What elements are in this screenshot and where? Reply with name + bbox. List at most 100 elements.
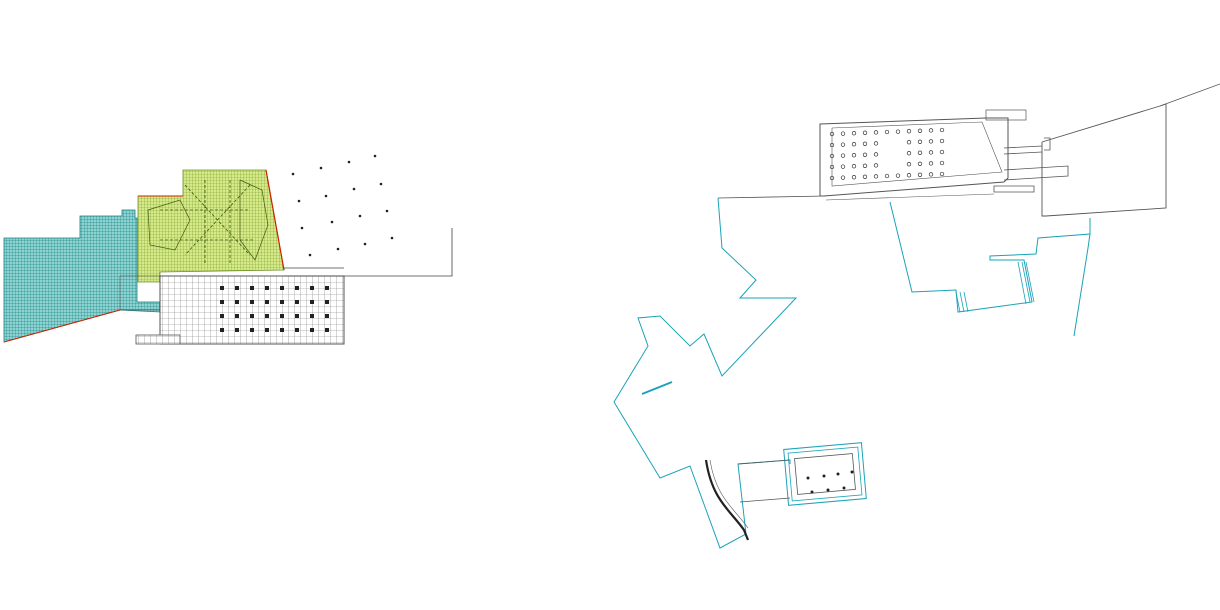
building-column-mark bbox=[917, 161, 923, 166]
building-column-mark bbox=[906, 162, 912, 167]
pavilion-column-mark bbox=[842, 486, 846, 490]
pavilion-column-mark bbox=[836, 472, 840, 476]
grid-column-mark bbox=[220, 314, 224, 318]
grid-column-mark bbox=[310, 286, 314, 290]
building-column-mark bbox=[851, 153, 857, 158]
grid-column-mark bbox=[250, 300, 254, 304]
building-column-mark bbox=[829, 175, 835, 181]
building-column-mark bbox=[917, 172, 923, 177]
lower-pavilion-middle bbox=[787, 446, 863, 502]
building-column-mark bbox=[840, 131, 846, 136]
building-column-mark bbox=[895, 129, 901, 134]
grid-column-mark bbox=[250, 328, 254, 332]
grid-column-mark bbox=[220, 300, 224, 304]
building-column-mark bbox=[928, 139, 934, 144]
building-column-mark bbox=[939, 171, 945, 177]
pavilion-column-mark bbox=[850, 470, 854, 474]
lower-pavilion-outer bbox=[783, 442, 867, 506]
grid-column-mark bbox=[265, 314, 269, 318]
east-block bbox=[1041, 103, 1167, 217]
grid-column-mark bbox=[310, 328, 314, 332]
curved-wall bbox=[704, 459, 750, 541]
building-column-mark bbox=[862, 163, 868, 168]
tree-point bbox=[379, 182, 383, 186]
green-zone-detail bbox=[160, 180, 255, 265]
pavilion-approach bbox=[737, 459, 791, 503]
building-column-mark bbox=[906, 129, 912, 134]
building-column-marks bbox=[829, 127, 945, 181]
scattered-tree-points bbox=[291, 154, 394, 257]
grid-column-mark bbox=[280, 300, 284, 304]
tree-point bbox=[291, 172, 295, 176]
building-column-mark bbox=[851, 142, 857, 147]
building-column-mark bbox=[906, 140, 912, 145]
grid-column-mark bbox=[265, 286, 269, 290]
red-edge-right bbox=[265, 169, 285, 271]
building-column-mark bbox=[917, 128, 923, 133]
building-column-mark bbox=[840, 175, 846, 180]
long-west-line bbox=[717, 195, 827, 199]
connector-lines bbox=[993, 137, 1069, 193]
teal-hatched-zone bbox=[3, 209, 161, 343]
pavilion-column-mark bbox=[806, 476, 810, 480]
tree-point bbox=[352, 187, 356, 191]
red-edge-lower bbox=[3, 309, 121, 343]
grid-column-mark bbox=[325, 286, 329, 290]
grid-column-mark bbox=[235, 286, 239, 290]
tree-point bbox=[347, 160, 351, 164]
building-column-mark bbox=[829, 142, 835, 148]
grid-column-mark bbox=[310, 314, 314, 318]
building-column-mark bbox=[851, 164, 857, 169]
tree-point bbox=[363, 242, 367, 246]
grey-grid-stair bbox=[135, 334, 181, 345]
grid-column-mark bbox=[280, 328, 284, 332]
grid-column-marks bbox=[220, 286, 329, 332]
building-column-mark bbox=[862, 130, 868, 135]
tree-point bbox=[319, 166, 323, 170]
building-column-mark bbox=[873, 152, 879, 157]
building-column-mark bbox=[917, 139, 923, 144]
building-column-mark bbox=[862, 152, 868, 157]
teal-terrace-steps bbox=[955, 261, 1035, 313]
building-column-mark bbox=[851, 175, 857, 180]
building-column-mark bbox=[906, 173, 912, 178]
grid-column-mark bbox=[325, 300, 329, 304]
upper-building bbox=[819, 117, 1009, 197]
grid-column-mark bbox=[295, 286, 299, 290]
grid-column-mark bbox=[220, 328, 224, 332]
building-column-mark bbox=[928, 172, 934, 177]
building-column-mark bbox=[939, 160, 945, 166]
building-column-mark bbox=[906, 151, 912, 156]
tree-point bbox=[330, 220, 334, 224]
building-column-mark bbox=[873, 141, 879, 146]
grid-column-mark bbox=[280, 286, 284, 290]
building-column-mark bbox=[862, 141, 868, 146]
tree-point bbox=[336, 247, 340, 251]
building-column-mark bbox=[884, 129, 890, 135]
teal-west-path bbox=[613, 197, 798, 549]
building-south-line bbox=[825, 193, 995, 201]
building-column-mark bbox=[928, 128, 934, 133]
tree-point bbox=[358, 214, 362, 218]
green-zone-outline bbox=[147, 179, 269, 261]
tree-point bbox=[324, 194, 328, 198]
grey-grid-side bbox=[119, 275, 161, 311]
grid-column-mark bbox=[265, 328, 269, 332]
tree-point bbox=[308, 253, 312, 257]
teal-east-line bbox=[1073, 233, 1091, 337]
building-column-mark bbox=[939, 138, 945, 144]
grid-column-mark bbox=[235, 314, 239, 318]
pavilion-column-mark bbox=[826, 488, 830, 492]
tree-point bbox=[297, 199, 301, 203]
grid-column-mark bbox=[280, 314, 284, 318]
left-hatched-site-plan bbox=[3, 154, 453, 345]
building-column-mark bbox=[840, 142, 846, 147]
building-column-mark bbox=[829, 153, 835, 159]
tree-point bbox=[390, 236, 394, 240]
grid-column-mark bbox=[235, 328, 239, 332]
grid-column-mark bbox=[295, 328, 299, 332]
building-column-mark bbox=[829, 164, 835, 170]
grid-column-mark bbox=[250, 286, 254, 290]
green-hatched-zone bbox=[137, 169, 285, 283]
